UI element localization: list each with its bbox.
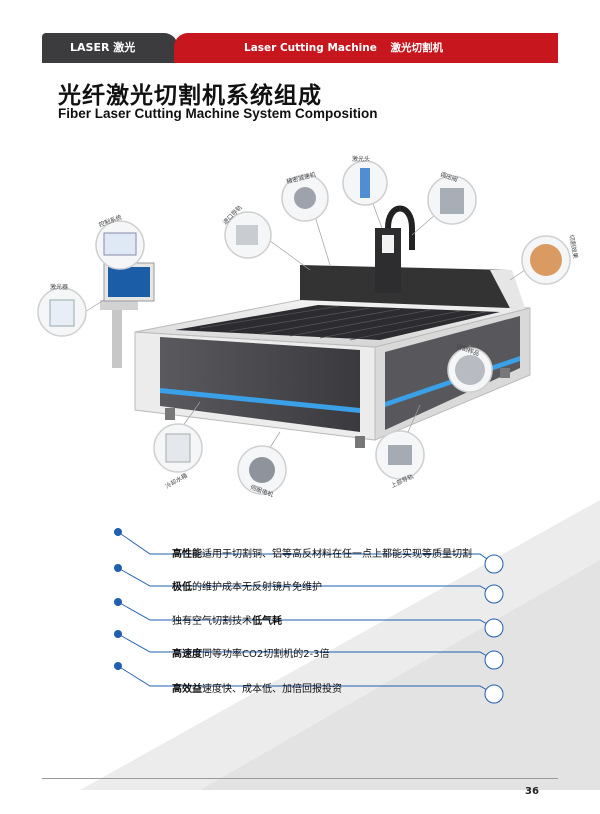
category-en: Laser Cutting Machine [244, 42, 377, 54]
page-number: 36 [525, 786, 539, 797]
feature-connectors [114, 528, 504, 704]
machine-illustration [37, 160, 571, 495]
feature-item-1: 高性能适用于切割铜、铝等高反材料在任一点上都能实现等质量切割 [172, 549, 472, 560]
feature-item-4: 高速度同等功率CO2切割机的2-3倍 [172, 649, 330, 660]
section-tab: LASER 激光 [42, 33, 178, 63]
background-shape [80, 500, 600, 790]
page-title: 光纤激光切割机系统组成 [58, 83, 322, 109]
page-subtitle: Fiber Laser Cutting Machine System Compo… [58, 106, 378, 121]
label-cutting-head: 激光头 [352, 156, 371, 163]
category-cn: 激光切割机 [390, 42, 444, 54]
section-label: LASER 激光 [70, 41, 136, 54]
footer-divider [42, 778, 558, 779]
label-laser-source: 激光器 [50, 284, 69, 291]
feature-item-3: 独有空气切割技术低气耗 [172, 616, 282, 627]
feature-item-2: 极低的维护成本无反射镜片免维护 [172, 582, 322, 593]
category-tab: Laser Cutting Machine 激光切割机 [174, 33, 558, 63]
feature-item-5: 高效益速度快、成本低、加倍回报投资 [172, 684, 342, 695]
